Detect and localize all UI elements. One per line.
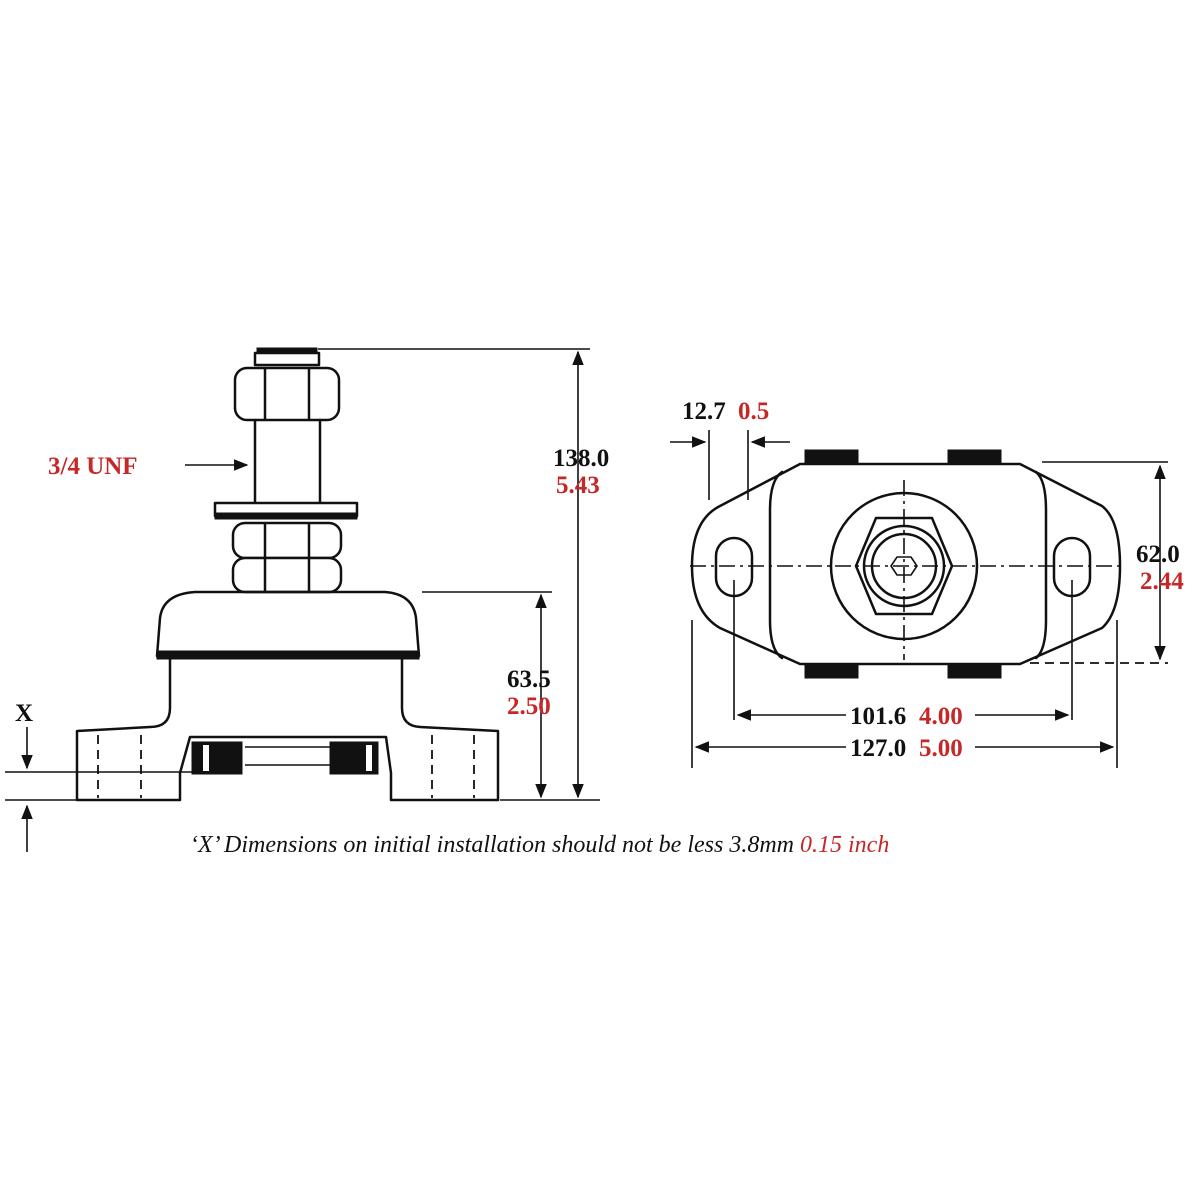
width-metric: 62.0	[1136, 541, 1180, 568]
base-height-dimension	[422, 591, 552, 799]
mount-dome	[155, 590, 421, 658]
plan-outline	[690, 462, 1122, 666]
installation-note-text: ‘X’ Dimensions on initial installation s…	[190, 832, 794, 858]
pad-bottom-left	[804, 663, 859, 679]
thread-label: 3/4 UNF	[48, 453, 138, 480]
stud-top-cap	[253, 347, 321, 367]
installation-note: ‘X’ Dimensions on initial installation s…	[190, 832, 889, 858]
x-clearance-lines	[5, 727, 600, 852]
hole-centers-imperial: 4.00	[919, 703, 963, 730]
x-marker-label: X	[15, 700, 33, 727]
installation-note-imperial: 0.15 inch	[800, 832, 889, 858]
pad-top-right	[947, 449, 1002, 465]
side-elevation-view	[5, 347, 600, 852]
overall-length-metric: 127.0	[850, 735, 906, 762]
plan-inner-outline	[768, 470, 784, 660]
lower-hex-nut-1	[231, 521, 343, 560]
base-height-metric: 63.5	[507, 666, 551, 693]
lower-hex-nut-2	[231, 556, 343, 594]
pad-top-left	[804, 449, 859, 465]
threaded-stud	[253, 418, 322, 505]
overall-height-dimension	[318, 348, 590, 799]
overall-length-imperial: 5.00	[919, 735, 963, 762]
mount-body	[75, 657, 500, 802]
hole-centers-metric: 101.6	[850, 703, 906, 730]
flange-edge-metric: 12.7	[682, 398, 726, 425]
pad-bottom-right	[947, 663, 1002, 679]
washer	[213, 501, 359, 520]
internal-bar	[245, 746, 330, 766]
top-hex-nut	[233, 366, 341, 422]
width-imperial: 2.44	[1140, 568, 1184, 595]
hex-socket	[890, 556, 918, 576]
overall-height-imperial: 5.43	[556, 472, 600, 499]
foot-hole-right	[431, 735, 475, 798]
dome-base-band	[156, 650, 420, 660]
rubber-block-left	[191, 741, 243, 775]
foot-hole-left	[97, 735, 142, 798]
overall-height-metric: 138.0	[553, 445, 609, 472]
base-height-imperial: 2.50	[507, 693, 551, 720]
flange-edge-imperial: 0.5	[738, 398, 769, 425]
plan-view	[670, 430, 1168, 768]
